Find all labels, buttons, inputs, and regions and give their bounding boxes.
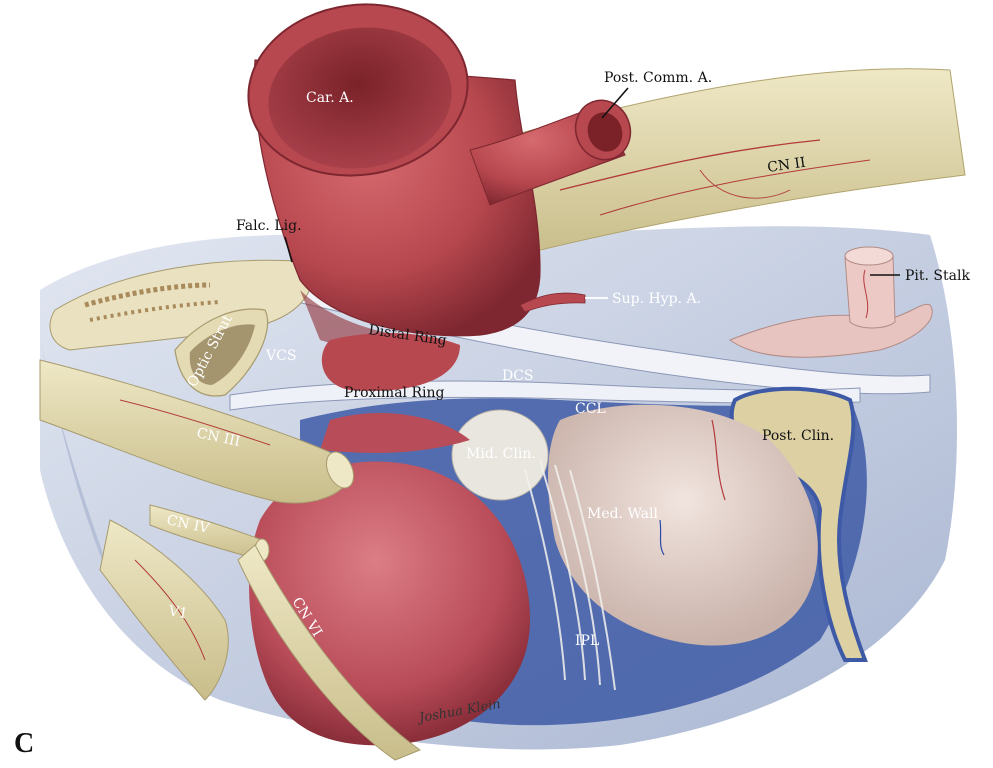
leader-lines: [284, 87, 900, 276]
label-v1: V1: [166, 603, 189, 622]
label-falc-lig: Falc. Lig.: [236, 218, 302, 234]
label-cn-ii: CN II: [766, 155, 806, 176]
post-comm-leader: [601, 87, 629, 119]
label-proximal-ring: Proximal Ring: [344, 385, 444, 401]
middle-clinoid: [451, 409, 549, 501]
carotid-artery: [247, 3, 541, 391]
label-mid-clin: Mid. Clin.: [466, 446, 536, 462]
abducens-nerve: [237, 544, 422, 761]
oculomotor-nerve: [39, 359, 355, 504]
panel-letter: C: [14, 728, 34, 759]
interclinoid-ligament-fibres: [524, 459, 616, 691]
medial-wall: [548, 404, 818, 646]
label-post-clin: Post. Clin.: [762, 428, 834, 444]
label-vcs: VCS: [265, 348, 296, 364]
label-pit-stalk: Pit. Stalk: [905, 268, 970, 284]
falc-lig-leader: [284, 236, 293, 263]
label-med-wall: Med. Wall: [587, 506, 658, 522]
label-post-comm-a: Post. Comm. A.: [604, 70, 712, 86]
label-ipl: IPL: [575, 633, 599, 649]
ophthalmic-nerve-v1: [99, 519, 229, 701]
label-ccl: CCL: [575, 401, 606, 417]
superior-hypophyseal-artery: [519, 292, 586, 313]
pituitary-stalk: [728, 246, 933, 358]
posterior-communicating-artery: [469, 99, 632, 206]
label-sup-hyp-a: Sup. Hyp. A.: [612, 291, 701, 307]
optic-strut: [174, 308, 269, 397]
label-car-a: Car. A.: [306, 90, 354, 106]
label-dcs: DCS: [502, 368, 534, 384]
